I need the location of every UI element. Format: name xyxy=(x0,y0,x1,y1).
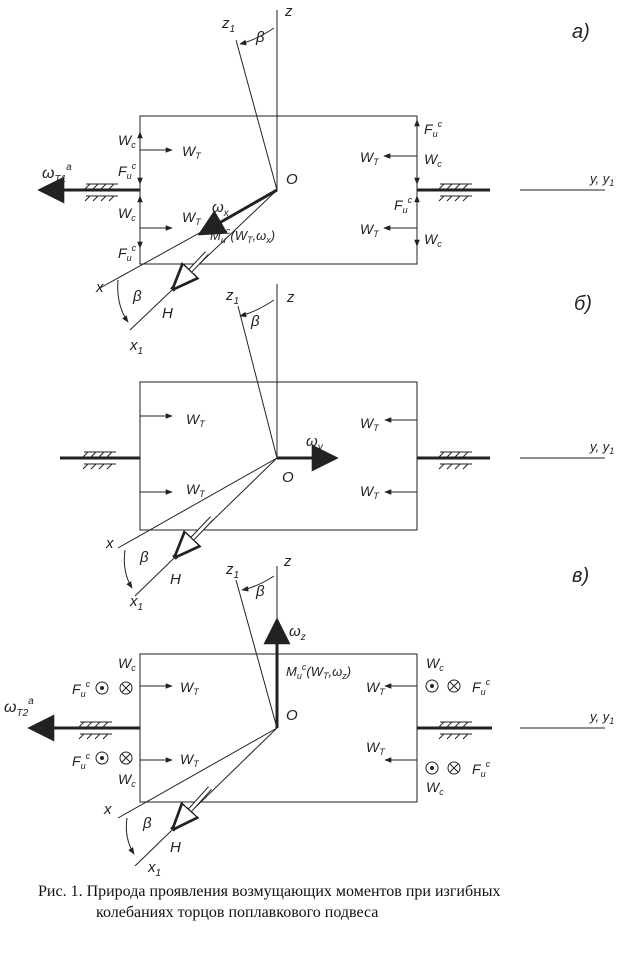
svg-text:WT: WT xyxy=(186,481,206,499)
svg-text:x: x xyxy=(103,801,112,818)
svg-text:β: β xyxy=(255,29,265,46)
svg-text:O: O xyxy=(282,469,294,486)
svg-text:Fuc: Fuc xyxy=(118,243,137,263)
svg-text:WT: WT xyxy=(366,739,386,757)
kinematic-diagram: а) z z1 β O y, y1 ωT1a x x1 β ωx H Muc(W… xyxy=(4,3,614,879)
svg-text:Wc: Wc xyxy=(424,231,442,249)
svg-text:H: H xyxy=(170,571,181,588)
svg-text:WT: WT xyxy=(180,679,200,697)
svg-text:WT: WT xyxy=(360,415,380,433)
svg-text:WT: WT xyxy=(360,149,380,167)
omega-x-vector xyxy=(197,188,278,236)
svg-text:Wc: Wc xyxy=(118,771,136,789)
svg-text:ωT1a: ωT1a xyxy=(42,162,72,185)
svg-text:WT: WT xyxy=(186,411,206,429)
svg-text:ωx: ωx xyxy=(212,199,230,219)
svg-text:x: x xyxy=(95,279,104,296)
svg-text:β: β xyxy=(250,313,260,330)
svg-text:H: H xyxy=(162,305,173,322)
svg-text:Wc: Wc xyxy=(118,205,136,223)
svg-text:Fuc: Fuc xyxy=(472,677,491,697)
svg-text:Wc: Wc xyxy=(118,132,136,150)
svg-text:z: z xyxy=(286,289,295,306)
figure-caption-line2: колебаниях торцов поплавкового подвеса xyxy=(96,904,379,921)
panel-a-label: а) xyxy=(572,21,590,43)
svg-text:y, y1: y, y1 xyxy=(589,171,614,188)
svg-text:WT: WT xyxy=(360,483,380,501)
svg-text:Fuc: Fuc xyxy=(472,759,491,779)
svg-text:ωz: ωz xyxy=(289,623,306,643)
svg-text:β: β xyxy=(142,815,152,832)
svg-text:WT: WT xyxy=(180,751,200,769)
svg-text:Fuc: Fuc xyxy=(72,679,91,699)
z1-axis-a xyxy=(235,39,278,191)
svg-text:O: O xyxy=(286,707,298,724)
svg-text:WT: WT xyxy=(360,221,380,239)
beta-arc-top-a xyxy=(239,27,275,46)
svg-text:y, y1: y, y1 xyxy=(589,439,614,456)
panel-c: в) z z1 β ωz Muc(WT,ωz) O ωT2a y, y1 x x… xyxy=(4,553,614,879)
svg-text:Fuc: Fuc xyxy=(394,195,413,215)
svg-text:β: β xyxy=(139,549,149,566)
svg-text:Fuc: Fuc xyxy=(424,119,443,139)
svg-text:ωT2a: ωT2a xyxy=(4,696,34,719)
svg-text:x1: x1 xyxy=(129,337,143,357)
svg-text:z: z xyxy=(284,3,293,20)
svg-text:z1: z1 xyxy=(221,15,235,35)
svg-text:WT: WT xyxy=(366,679,386,697)
svg-text:x: x xyxy=(105,535,114,552)
svg-text:Fuc: Fuc xyxy=(72,751,91,771)
float-body-b xyxy=(139,381,418,531)
svg-text:Fuc: Fuc xyxy=(118,161,137,181)
svg-text:z1: z1 xyxy=(225,561,239,581)
panel-c-label: в) xyxy=(572,565,589,587)
svg-text:Muc(WT,ωz): Muc(WT,ωz) xyxy=(286,662,351,681)
svg-text:Wc: Wc xyxy=(118,655,136,673)
panel-a: а) z z1 β O y, y1 ωT1a x x1 β ωx H Muc(W… xyxy=(37,3,614,357)
svg-text:Wc: Wc xyxy=(426,779,444,797)
svg-text:β: β xyxy=(255,583,265,600)
panel-b: б) z z1 β O ωy y, y1 x x1 β H WT WT WT W… xyxy=(60,284,614,613)
svg-text:Wc: Wc xyxy=(426,655,444,673)
svg-text:WT: WT xyxy=(182,209,202,227)
svg-text:x1: x1 xyxy=(147,859,161,879)
figure-caption-line1: Рис. 1. Природа проявления возмущающих м… xyxy=(38,883,501,900)
svg-text:O: O xyxy=(286,171,298,188)
svg-text:z: z xyxy=(283,553,292,570)
svg-text:WT: WT xyxy=(182,143,202,161)
svg-text:Wc: Wc xyxy=(424,151,442,169)
svg-text:x1: x1 xyxy=(129,593,143,613)
float-body-a xyxy=(139,115,418,265)
svg-text:z1: z1 xyxy=(225,287,239,307)
svg-text:y, y1: y, y1 xyxy=(589,709,614,726)
svg-text:H: H xyxy=(170,839,181,856)
panel-b-label: б) xyxy=(574,293,592,315)
svg-text:β: β xyxy=(132,288,142,305)
svg-text:Muc(WT,ωx): Muc(WT,ωx) xyxy=(210,226,275,245)
svg-text:ωy: ωy xyxy=(306,433,324,453)
